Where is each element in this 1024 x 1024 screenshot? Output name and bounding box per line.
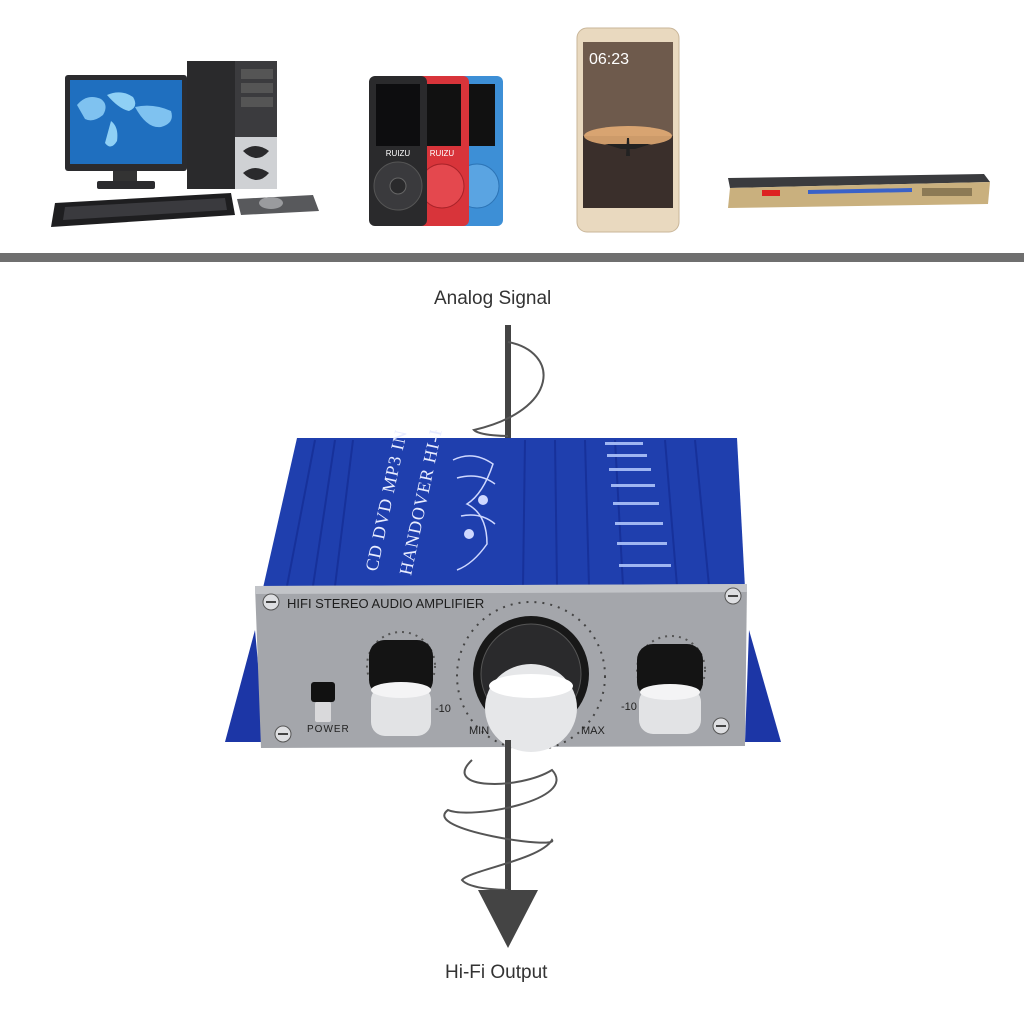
desktop-computer-image xyxy=(51,61,319,227)
panel-title: HIFI STEREO AUDIO AMPLIFIER xyxy=(287,596,484,611)
output-arrow-head xyxy=(478,890,538,948)
mp3-players-image: RUIZU RUIZU xyxy=(369,76,503,226)
smartphone-image: 06:23 xyxy=(576,27,680,233)
center-volume-knob xyxy=(456,601,606,752)
mp3-brand-text-2: RUIZU xyxy=(430,149,455,158)
panel-screws xyxy=(262,587,742,743)
power-label: POWER xyxy=(307,724,350,735)
input-wave xyxy=(472,341,545,437)
left-knob-mark: -10 xyxy=(435,703,451,715)
dvd-player-image xyxy=(728,174,990,208)
center-min-label: MIN xyxy=(469,725,489,737)
amplifier-image: CD DVD MP3 INPUT HANDOVER HI-FI STEREO H… xyxy=(225,430,781,752)
center-max-label: MAX xyxy=(581,725,606,737)
input-signal-label: Analog Signal xyxy=(434,288,552,309)
right-knob-mark: -10 xyxy=(621,701,637,713)
power-switch xyxy=(311,682,335,702)
section-divider xyxy=(0,253,1024,262)
left-knob xyxy=(366,631,436,736)
phone-time-text: 06:23 xyxy=(589,51,629,68)
output-signal-label: Hi-Fi Output xyxy=(445,962,548,983)
mp3-brand-text: RUIZU xyxy=(386,149,411,158)
right-knob xyxy=(636,635,706,734)
output-wave xyxy=(443,759,558,891)
